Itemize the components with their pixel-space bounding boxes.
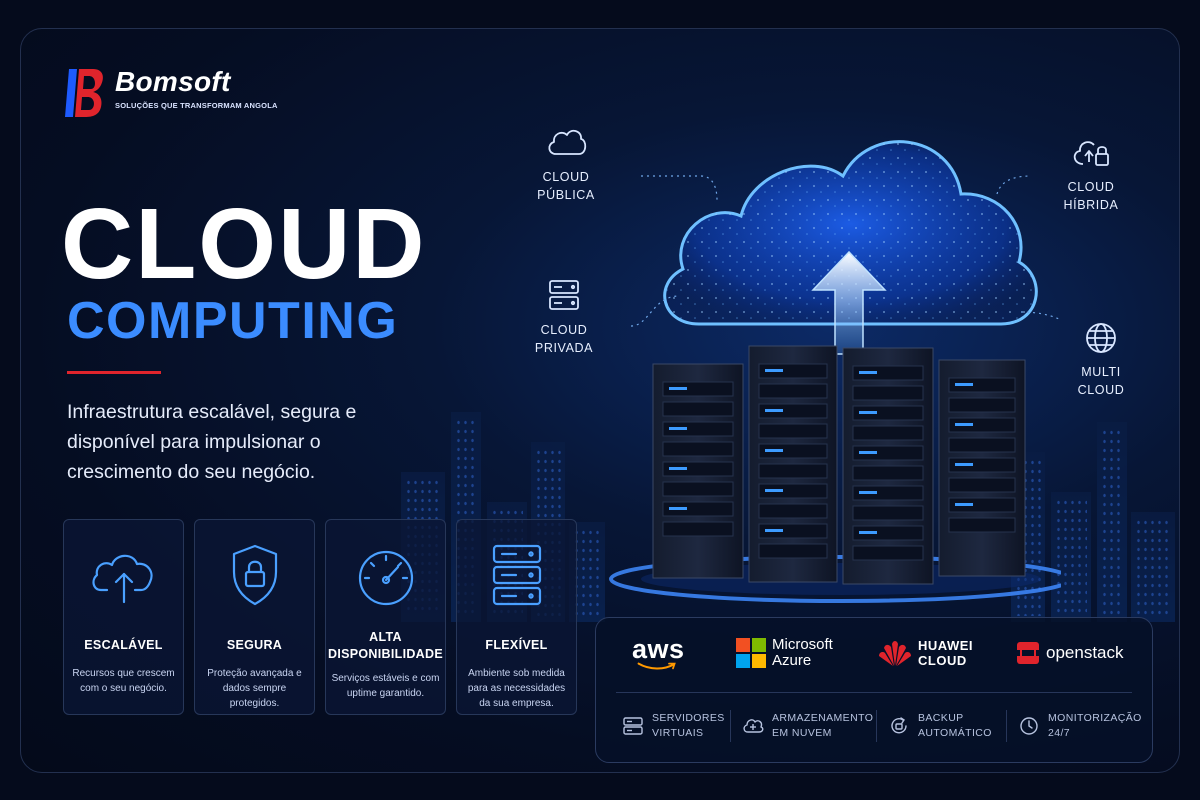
openstack-icon: [1017, 642, 1039, 664]
service-separator: [1006, 710, 1007, 742]
microsoft-text: Microsoft: [772, 636, 833, 653]
callout-label: HÍBRIDA: [1063, 198, 1119, 212]
server-icon: [549, 280, 579, 310]
callout-cloud-hibrida: CLOUD HÍBRIDA: [1051, 134, 1131, 214]
openstack-logo: openstack: [1016, 636, 1124, 670]
callout-cloud-publica: CLOUD PÚBLICA: [526, 124, 606, 204]
backup-icon: [891, 717, 907, 734]
service-backup: BACKUP AUTOMÁTICO: [888, 706, 992, 746]
feature-title: ALTA DISPONIBILIDADE: [328, 630, 443, 661]
huawei-text: HUAWEI: [918, 638, 973, 653]
cloud-outline-icon: [548, 129, 587, 155]
callout-label: PÚBLICA: [537, 188, 595, 202]
microsoft-azure-logo: Microsoft Azure: [736, 636, 833, 670]
accent-divider: [67, 371, 161, 374]
callout-label: CLOUD: [1077, 383, 1125, 397]
microsoft-squares-icon: [736, 638, 766, 668]
cloud-upload-icon: [91, 554, 153, 604]
brand-logo: Bomsoft SOLUÇÕES QUE TRANSFORMAM ANGOLA: [63, 67, 278, 119]
aws-smile-icon: [637, 662, 676, 670]
service-label: VIRTUAIS: [652, 727, 704, 739]
callout-multi-cloud: MULTI CLOUD: [1061, 319, 1141, 399]
feature-desc: Proteção avançada e dados sempre protegi…: [207, 668, 302, 709]
speedometer-icon: [358, 550, 413, 606]
huawei-petals-icon: [879, 641, 911, 666]
clock-icon: [1020, 717, 1038, 735]
aws-logo: aws: [632, 636, 685, 670]
poster-frame: Bomsoft SOLUÇÕES QUE TRANSFORMAM ANGOLA …: [20, 28, 1180, 773]
service-separator: [876, 710, 877, 742]
service-label: ARMAZENAMENTO: [772, 712, 874, 724]
brand-name: Bomsoft: [115, 66, 231, 97]
feature-card-segura: SEGURA Proteção avançada e dados sempre …: [194, 519, 315, 715]
cloud-servers-illustration: [609, 140, 1061, 603]
cloud-lock-icon: [1073, 141, 1109, 166]
shield-lock-icon: [232, 544, 277, 606]
globe-icon: [1086, 323, 1116, 353]
feature-card-escalavel: ESCALÁVEL Recursos que crescem com o seu…: [63, 519, 184, 715]
bomsoft-logo-icon: [65, 69, 103, 117]
service-label: AUTOMÁTICO: [918, 727, 992, 739]
callout-label: MULTI: [1081, 365, 1121, 379]
server-stack-icon: [492, 544, 541, 606]
lead-paragraph: Infraestrutura escalável, segura e dispo…: [67, 401, 357, 483]
headline-cloud: CLOUD: [61, 188, 427, 300]
headline-computing: COMPUTING: [67, 292, 399, 350]
feature-desc: Recursos que crescem com o seu negócio.: [72, 668, 175, 694]
partner-logos: aws Microsoft Azure: [596, 618, 1152, 686]
huawei-cloud-logo: HUAWEI CLOUD: [878, 636, 973, 670]
service-servidores-virtuais: SERVIDORES VIRTUAIS: [622, 706, 725, 746]
feature-cards: ESCALÁVEL Recursos que crescem com o seu…: [63, 519, 577, 715]
service-label: SERVIDORES: [652, 712, 725, 724]
callout-label: PRIVADA: [534, 341, 594, 355]
service-monitorizacao: MONITORIZAÇÃO 24/7: [1018, 706, 1142, 746]
azure-text: Azure: [772, 652, 812, 669]
feature-title: FLEXÍVEL: [485, 638, 548, 652]
aws-wordmark: aws: [632, 634, 685, 664]
callout-label: CLOUD: [1067, 180, 1115, 194]
openstack-text: openstack: [1046, 643, 1124, 662]
callout-label: CLOUD: [542, 170, 590, 184]
feature-desc: Ambiente sob medida para as necessidades…: [467, 668, 566, 709]
service-separator: [730, 710, 731, 742]
cloud-plus-icon: [743, 719, 764, 733]
service-label: MONITORIZAÇÃO: [1048, 712, 1142, 724]
server-icon: [623, 717, 643, 735]
callout-cloud-privada: CLOUD PRIVADA: [519, 277, 609, 357]
feature-card-alta-disponibilidade: ALTA DISPONIBILIDADE Serviços estáveis e…: [325, 519, 446, 715]
feature-desc: Serviços estáveis e com uptime garantido…: [331, 673, 440, 699]
service-label: 24/7: [1048, 727, 1071, 739]
brand-tagline: SOLUÇÕES QUE TRANSFORMAM ANGOLA: [115, 101, 278, 110]
service-label: EM NUVEM: [772, 727, 832, 739]
partners-divider: [616, 692, 1132, 693]
feature-title: ESCALÁVEL: [84, 638, 163, 652]
huawei-cloud-text: CLOUD: [918, 653, 967, 668]
feature-title: SEGURA: [226, 638, 283, 652]
service-armazenamento: ARMAZENAMENTO EM NUVEM: [742, 706, 873, 746]
partners-panel: aws Microsoft Azure: [595, 617, 1153, 763]
callout-label: CLOUD: [540, 323, 588, 337]
service-label: BACKUP: [918, 712, 964, 724]
feature-card-flexivel: FLEXÍVEL Ambiente sob medida para as nec…: [456, 519, 577, 715]
